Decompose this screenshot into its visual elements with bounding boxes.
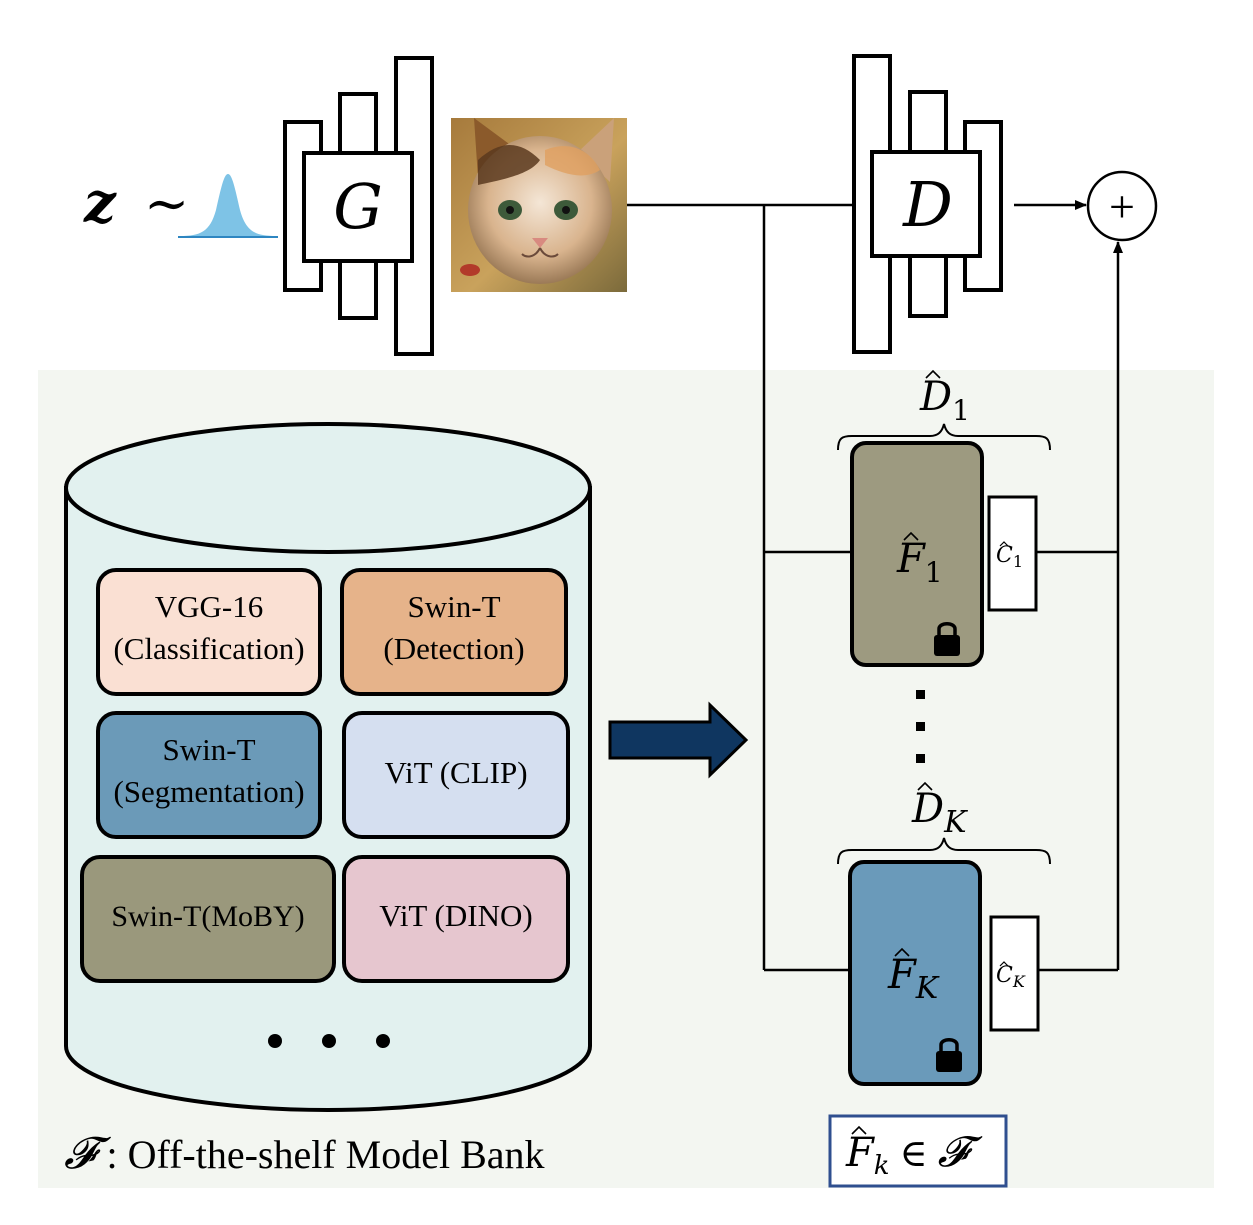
model-card-swin-moby: Swin-T(MoBY) — [80, 855, 336, 983]
dk-brace — [837, 837, 1051, 865]
ck-label: CK — [996, 963, 1026, 991]
sim-symbol: ∼ — [144, 174, 189, 234]
svg-text:ViT (DINO): ViT (DINO) — [379, 898, 532, 933]
model-card-vit-clip: ViT (CLIP) — [342, 711, 570, 839]
selection-arrow — [608, 701, 749, 779]
generator-core — [302, 151, 414, 263]
c1-label: C1 — [996, 543, 1023, 571]
generator-label: G — [333, 170, 383, 243]
svg-text:(Segmentation): (Segmentation) — [113, 774, 304, 809]
model-card-swin-detection: Swin-T (Detection) — [340, 568, 568, 696]
d1-hat — [925, 369, 941, 379]
discriminator-block: D — [852, 54, 1003, 354]
c1-block — [987, 495, 1038, 612]
connectors — [627, 200, 1123, 972]
bank-more-dots — [268, 1034, 390, 1048]
svg-text:Swin-T: Swin-T — [408, 589, 501, 624]
generated-cat-image — [451, 118, 627, 292]
dk-label: DK — [911, 786, 968, 840]
svg-text:(Detection): (Detection) — [383, 631, 524, 666]
svg-text:Swin-T: Swin-T — [163, 732, 256, 767]
membership-hat — [851, 1125, 867, 1135]
f1-label: F1 — [896, 536, 943, 589]
model-card-vit-dino: ViT (DINO) — [342, 855, 570, 983]
model-card-vgg16: VGG-16 (Classification) — [96, 568, 322, 696]
ck-block — [989, 915, 1040, 1032]
c1-hat — [999, 541, 1009, 547]
bank-caption: 𝓕 : Off-the-shelf Model Bank — [64, 1128, 545, 1179]
svg-text:Swin-T(MoBY): Swin-T(MoBY) — [111, 900, 304, 933]
gaussian-icon — [178, 174, 278, 238]
projected-discriminator-1: D1 F1 C1 — [837, 369, 1051, 667]
ck-hat — [999, 961, 1009, 967]
latent-z: z — [83, 170, 117, 236]
svg-text:VGG-16: VGG-16 — [155, 589, 264, 624]
disc-core — [870, 150, 982, 258]
fk-label: FK — [887, 952, 940, 1006]
membership-text: Fk∈𝓕 — [845, 1127, 983, 1181]
svg-text:(Classification): (Classification) — [113, 631, 304, 666]
sum-symbol: + — [1109, 181, 1135, 232]
sum-node: + — [1086, 170, 1158, 242]
model-card-swin-segmentation: Swin-T (Segmentation) — [96, 711, 322, 839]
d1-label: D1 — [919, 374, 970, 427]
lock-icon — [936, 1038, 962, 1072]
dk-hat — [917, 781, 933, 791]
projected-discriminator-k: DK FK CK — [837, 781, 1051, 1086]
f1-block — [850, 441, 984, 667]
svg-text:ViT (CLIP): ViT (CLIP) — [384, 755, 527, 790]
lock-icon — [934, 622, 960, 656]
generator-block: z ∼ G — [83, 56, 434, 356]
fk-hat — [894, 947, 910, 957]
d1-brace — [837, 423, 1051, 451]
membership-box: Fk∈𝓕 — [828, 1114, 1008, 1188]
f1-hat — [903, 531, 919, 541]
vertical-ellipsis — [916, 690, 925, 763]
fk-block — [848, 860, 982, 1086]
discriminator-label: D — [902, 168, 953, 241]
